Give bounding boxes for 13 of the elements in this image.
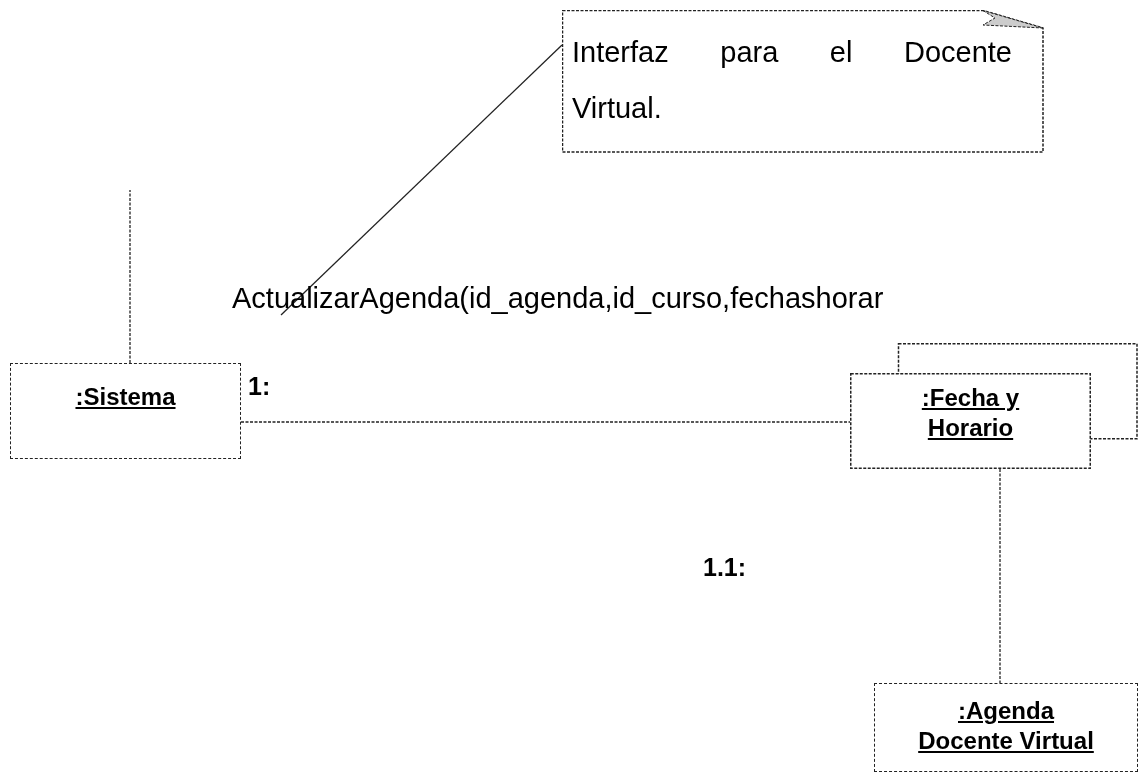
object-name: :Agenda Docente Virtual: [917, 696, 1095, 756]
connector-line: [129, 189, 131, 364]
object-name: :Sistema: [75, 382, 176, 412]
sequence-number: 1.1:: [703, 553, 747, 582]
note-shape: [562, 10, 1044, 153]
object-name: :Fecha y Horario: [920, 383, 1021, 443]
multi-object-box: [850, 343, 1138, 469]
object-box: [874, 683, 1138, 772]
object-box: [10, 363, 241, 459]
leader-line: [280, 44, 563, 316]
note-text: Interfaz para el Docente Virtual.: [572, 35, 1012, 126]
connector-line: [999, 468, 1001, 684]
sequence-number: 1:: [248, 372, 271, 401]
